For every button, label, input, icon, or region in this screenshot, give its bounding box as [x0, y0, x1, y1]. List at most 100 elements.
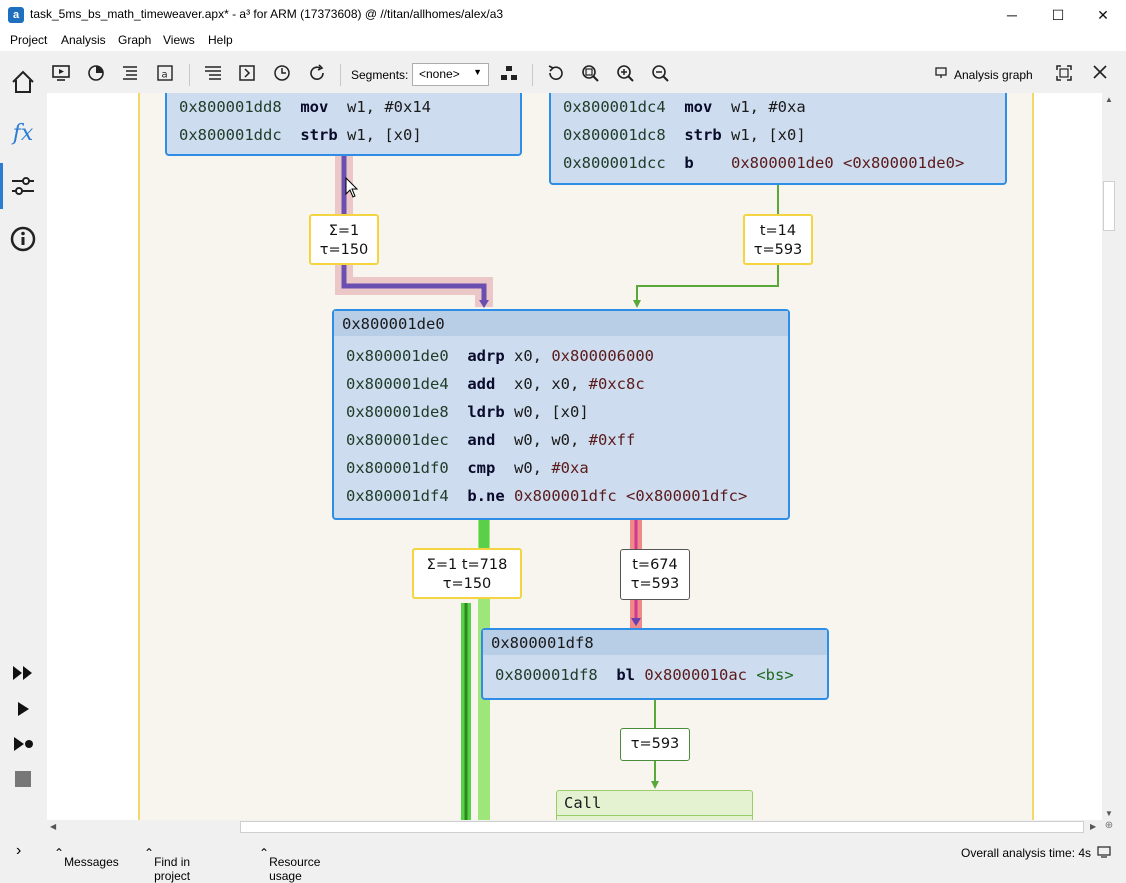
horizontal-scrollbar[interactable]: ◀ ▶ [47, 820, 1102, 834]
edge-label-call[interactable]: τ=593 [620, 728, 690, 761]
messages-panel-toggle[interactable]: ⌃ Messages [54, 846, 119, 869]
segments-select[interactable]: <none> ▼ [412, 63, 489, 86]
graph-toolbar: a Segments: <none> ▼ Analysis graph [47, 58, 1126, 92]
edge-label-red[interactable]: t=674 τ=593 [620, 549, 690, 600]
asm-line: 0x800001dec and w0, w0, #0xff [346, 431, 636, 449]
block-header: 0x800001de0 [334, 311, 788, 336]
scroll-left-icon[interactable]: ◀ [50, 822, 57, 831]
zoom-fit-icon[interactable] [580, 64, 602, 86]
rotate-icon[interactable] [545, 64, 567, 86]
fullscreen-icon[interactable] [1053, 64, 1075, 86]
status-monitor-icon[interactable] [1097, 845, 1111, 862]
asm-line: 0x800001de8 ldrb w0, [x0] [346, 403, 589, 421]
basic-block-right[interactable]: 0x800001dc4 mov w1, #0xa 0x800001dc8 str… [549, 93, 1007, 185]
stop-icon[interactable] [8, 768, 38, 798]
edge-label-line: τ=593 [753, 242, 803, 258]
run-step-icon[interactable] [8, 733, 38, 763]
asm-line: 0x800001ddc strb w1, [x0] [179, 126, 422, 144]
home-icon[interactable] [8, 69, 38, 99]
pie-icon[interactable] [85, 64, 107, 86]
close-icon[interactable] [1089, 64, 1111, 86]
scroll-thumb[interactable] [240, 821, 1084, 833]
zoom-out-icon[interactable] [650, 64, 672, 86]
menu-graph[interactable]: Graph [118, 33, 152, 47]
edge-label-green[interactable]: Σ=1 t=718 τ=150 [412, 548, 522, 599]
chevron-down-icon: ▼ [473, 67, 482, 77]
asm-line: 0x800001dc8 strb w1, [x0] [563, 126, 806, 144]
info-icon[interactable] [8, 226, 38, 256]
asm-line: 0x800001dd8 mov w1, #0x14 [179, 98, 431, 116]
settings-sliders-icon[interactable] [8, 173, 38, 203]
block-header-address: 0x800001de0 [342, 315, 445, 333]
asm-line: 0x800001dc4 mov w1, #0xa [563, 98, 806, 116]
filter-list-icon[interactable] [202, 64, 224, 86]
basic-block-left[interactable]: 0x800001dd8 mov w1, #0x14 0x800001ddc st… [165, 93, 522, 156]
basic-block-main[interactable]: 0x800001de0 0x800001de0 adrp x0, 0x80000… [332, 309, 790, 520]
resources-label: Resource usage [269, 855, 321, 883]
toolbar-separator [189, 64, 190, 86]
asm-line: 0x800001dcc b 0x800001de0 <0x800001de0> [563, 154, 965, 172]
mouse-cursor-icon [345, 177, 359, 198]
block-header-address: 0x800001df8 [491, 634, 594, 652]
close-window-button[interactable]: ✕ [1097, 7, 1109, 23]
call-node[interactable]: Call [556, 790, 753, 820]
edge-label-line: Σ=1 t=718 [426, 557, 508, 573]
block-header: 0x800001df8 [483, 630, 827, 655]
edge-label-right[interactable]: t=14 τ=593 [743, 214, 813, 265]
find-label: Find in project [154, 855, 191, 883]
text-a-icon[interactable]: a [154, 64, 176, 86]
monitor-icon[interactable] [50, 64, 72, 86]
toolbar-separator [340, 64, 341, 86]
graph-canvas[interactable]: 0x800001dd8 mov w1, #0x14 0x800001ddc st… [47, 93, 1102, 820]
basic-block-call[interactable]: 0x800001df8 0x800001df8 bl 0x8000010ac <… [481, 628, 829, 700]
edge-label-line: τ=150 [319, 242, 369, 258]
collapse-icon[interactable] [236, 64, 258, 86]
edge-label-line: Σ=1 [328, 223, 360, 239]
vertical-scrollbar[interactable]: ▲ ▼ [1102, 93, 1116, 820]
graph-pin-icon [934, 67, 948, 81]
scroll-right-icon[interactable]: ▶ [1090, 822, 1097, 831]
call-node-label: Call [564, 794, 602, 812]
menu-analysis[interactable]: Analysis [61, 33, 106, 47]
edge-label-line: t=14 [759, 223, 797, 239]
hierarchy-icon[interactable] [498, 64, 520, 86]
menu-views[interactable]: Views [163, 33, 195, 47]
analysis-time: Overall analysis time: 4s [961, 846, 1092, 860]
call-node-divider [557, 815, 752, 816]
left-sidebar: fx [0, 51, 47, 837]
title-bar: a task_5ms_bs_math_timeweaver.apx* - a³ … [0, 0, 1126, 30]
menu-help[interactable]: Help [208, 33, 233, 47]
scroll-thumb[interactable] [1103, 181, 1115, 231]
resize-grip-icon[interactable]: ⊕ [1104, 820, 1114, 831]
find-panel-toggle[interactable]: ⌃ Find in project [144, 846, 191, 883]
list-icon[interactable] [119, 64, 141, 86]
asm-line: 0x800001df4 b.ne 0x800001dfc <0x800001df… [346, 487, 748, 505]
functions-icon[interactable]: fx [12, 121, 34, 146]
toolbar-separator [532, 64, 533, 86]
app-icon: a [8, 7, 24, 23]
asm-line: 0x800001de4 add x0, x0, #0xc8c [346, 375, 645, 393]
segments-value: <none> [419, 67, 460, 81]
messages-label: Messages [64, 855, 119, 869]
asm-line: 0x800001df0 cmp w0, #0xa [346, 459, 589, 477]
asm-line: 0x800001de0 adrp x0, 0x800006000 [346, 347, 654, 365]
segments-label: Segments: [351, 68, 409, 82]
scroll-down-icon[interactable]: ▼ [1105, 809, 1113, 818]
expand-icon[interactable]: › [16, 842, 22, 859]
menu-bar: Project Analysis Graph Views Help [0, 30, 1126, 51]
minimize-button[interactable]: ─ [1007, 7, 1017, 23]
scroll-up-icon[interactable]: ▲ [1105, 95, 1113, 104]
clock-icon[interactable] [271, 64, 293, 86]
zoom-in-icon[interactable] [615, 64, 637, 86]
menu-project[interactable]: Project [10, 33, 48, 47]
refresh-icon[interactable] [306, 64, 328, 86]
run-icon[interactable] [8, 698, 38, 728]
asm-line: 0x800001df8 bl 0x8000010ac <bs> [495, 666, 794, 684]
active-indicator [0, 163, 3, 209]
edge-label-left[interactable]: Σ=1 τ=150 [309, 214, 379, 265]
run-all-icon[interactable] [8, 663, 38, 693]
analysis-graph-tab[interactable]: Analysis graph [954, 68, 1033, 82]
edge-label-line: τ=593 [630, 576, 680, 592]
resource-panel-toggle[interactable]: ⌃ Resource usage [259, 846, 321, 883]
maximize-button[interactable]: ☐ [1051, 7, 1065, 23]
